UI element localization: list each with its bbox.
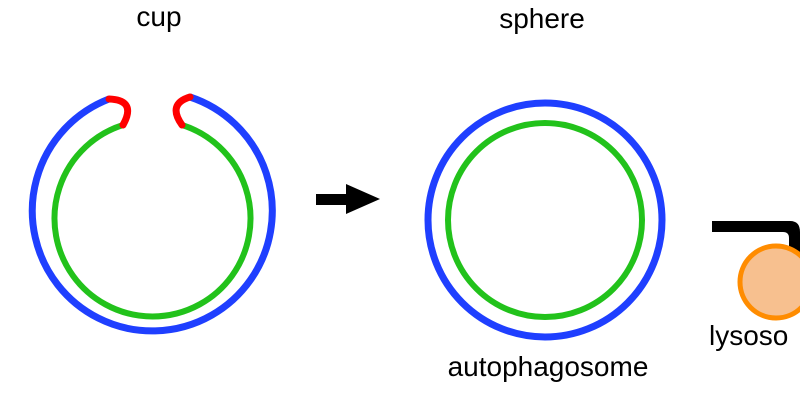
lysosome-icon [737, 243, 800, 321]
sphere-inner-membrane [445, 120, 645, 320]
cup-left-rim [105, 95, 132, 129]
lysosome-stage: lysoso [709, 221, 800, 351]
cup-right-rim [172, 93, 194, 129]
lysosome-label: lysoso [709, 320, 788, 351]
sphere-label: sphere [499, 3, 585, 34]
bent-arrow-icon [712, 221, 800, 262]
cup-outer-membrane [28, 93, 276, 335]
sphere-outer-membrane [424, 99, 666, 341]
cup-stage: cup [28, 1, 276, 335]
right-arrow-icon [316, 184, 380, 214]
cup-inner-membrane [51, 122, 254, 320]
sphere-stage: sphere autophagosome [424, 3, 666, 382]
cup-label: cup [136, 1, 181, 32]
autophagosome-label: autophagosome [448, 351, 649, 382]
